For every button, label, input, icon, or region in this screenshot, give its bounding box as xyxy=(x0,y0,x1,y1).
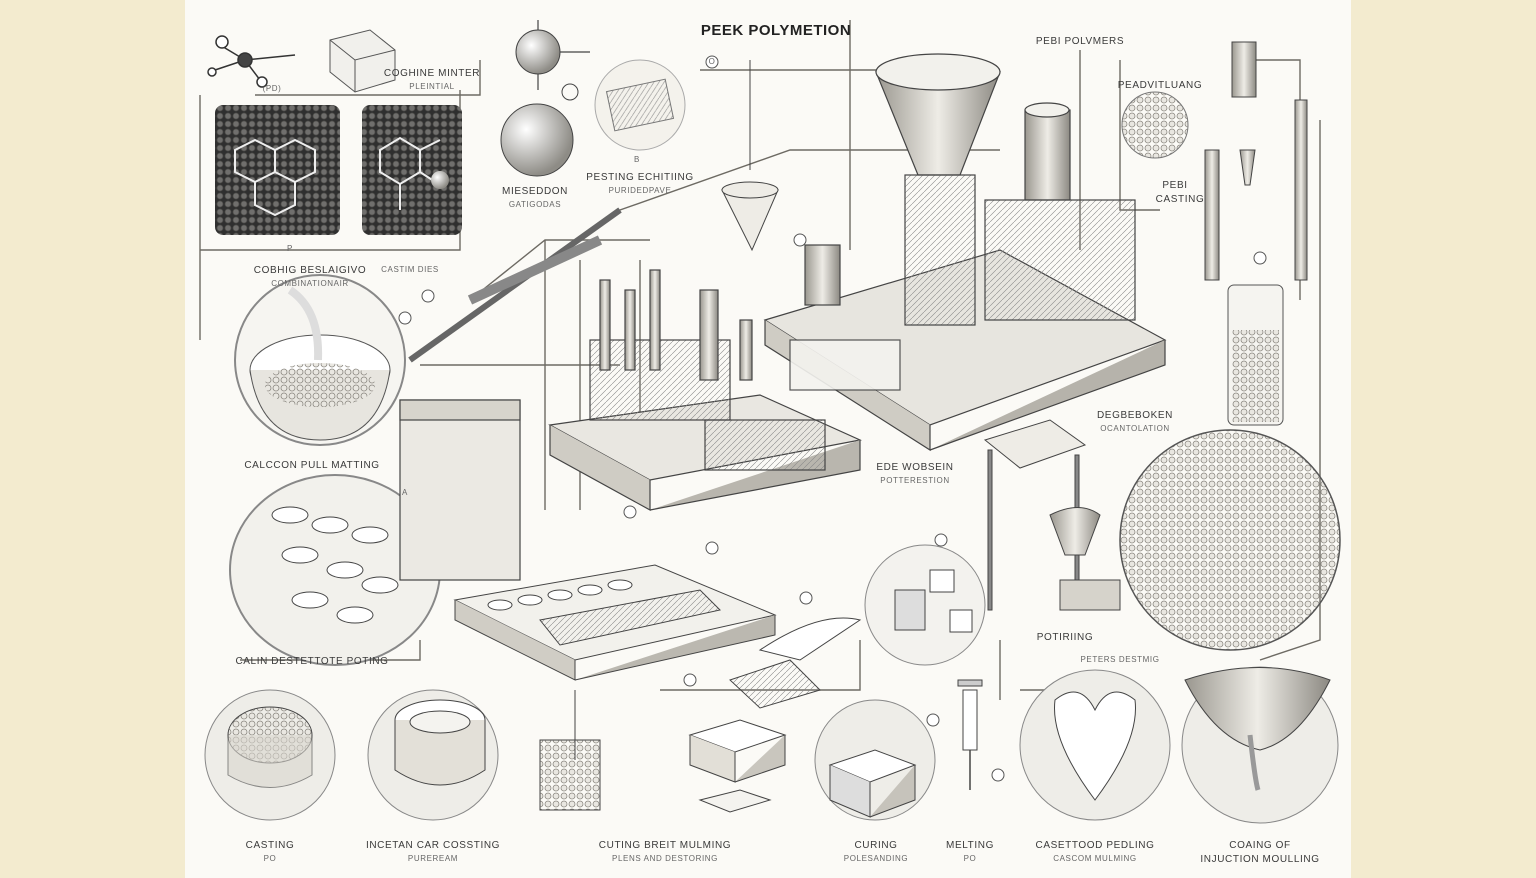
molecule-icon xyxy=(207,35,296,88)
label-sphere: MIESEDDON xyxy=(502,186,568,197)
label-bottom-ring: INCETAN CAR COSSTING xyxy=(365,840,501,851)
marker-p: P xyxy=(287,244,293,253)
step-markers xyxy=(398,55,1267,782)
mould-tray xyxy=(453,564,777,681)
lab-columns xyxy=(1204,41,1308,281)
pellet-dish xyxy=(594,59,686,151)
label-sphere-sub: GATIGODAS xyxy=(508,200,562,209)
label-bottom-heart-sub: CASCOM MULMING xyxy=(1053,854,1137,863)
label-funnel-plant-sub: OCANTOLATION xyxy=(1100,424,1170,433)
marker-b: B xyxy=(634,155,640,164)
bottom-curing-panel xyxy=(814,699,936,821)
label-right-mid2: CASTING xyxy=(1155,194,1205,205)
cubes-panel xyxy=(864,544,986,666)
label-top-right: PEBI POLVMERS xyxy=(1035,36,1125,47)
polymer-plant xyxy=(763,53,1167,452)
bottom-foam-block xyxy=(539,690,601,811)
marker-o: O xyxy=(708,57,716,66)
label-top-mid-sub: PLEINTIAL xyxy=(409,82,455,91)
label-right-mid: PEBI xyxy=(1162,180,1188,191)
label-right-top: PEADVITLUANG xyxy=(1117,80,1203,91)
label-left-grid: CALIN DESTETTOTE POTING xyxy=(235,656,389,667)
pouring-bowl-panel xyxy=(234,274,406,446)
reactor-sphere xyxy=(500,103,574,177)
label-bottom-casting: CASTING xyxy=(245,840,295,851)
label-pellet: PESTING ECHITIING xyxy=(586,172,694,183)
label-bottom-casting-sub: PO xyxy=(263,854,277,863)
label-bottom-ring-sub: PUREREAM xyxy=(407,854,459,863)
bottom-blocks xyxy=(688,719,787,813)
label-cube-tech-sub: POTTERESTION xyxy=(880,476,950,485)
syringe-icon xyxy=(957,679,983,790)
label-funnel-plant: DEGBEBOKEN xyxy=(1096,410,1174,421)
label-bottom-curing-sub: POLESANDING xyxy=(843,854,909,863)
bottom-drip-panel xyxy=(1181,666,1339,824)
pouring-stand xyxy=(983,419,1121,611)
bottom-heart-panel xyxy=(1019,669,1171,821)
left-margin xyxy=(0,0,185,878)
label-left-mid-sub: COMBINATIONAIR xyxy=(271,279,349,288)
label-bottom-last-sub: INJUCTION MOULLING xyxy=(1200,854,1320,865)
molecular-panel-left xyxy=(215,105,340,235)
label-bottom-melting: MELTING xyxy=(946,840,994,851)
label-left-mid2: CASTIM DIES xyxy=(381,265,439,274)
pellets-magnified xyxy=(1119,429,1341,651)
label-bottom-melting-sub: PO xyxy=(963,854,977,863)
diagram-title: PEEK POLYMETION xyxy=(700,22,852,39)
molecular-panel-right xyxy=(362,105,462,235)
label-pellet-sub: PURIDEDPAVE xyxy=(608,186,672,195)
marker-a: A xyxy=(402,488,408,497)
label-bottom-block: CUTING BREIT MULMING xyxy=(598,840,732,851)
crystal-cube xyxy=(329,29,396,93)
label-pour-box: POTIRIING xyxy=(1036,632,1094,643)
label-top-mid: COGHINE MINTER xyxy=(383,68,481,79)
label-bottom-last: COAING OF xyxy=(1229,840,1291,851)
label-bottom-block-sub: PLENS AND DESTORING xyxy=(612,854,718,863)
label-cube-tech: EDE WOBSEIN xyxy=(876,462,954,473)
spatula xyxy=(729,617,862,709)
label-left-mid: COBHIG BESLAIGIVO xyxy=(253,265,367,276)
top-sphere xyxy=(515,20,590,101)
feed-funnel xyxy=(721,60,779,252)
bottom-ring-panel xyxy=(367,689,499,821)
marker-pd: (PD) xyxy=(262,84,282,93)
bottom-casting-panel xyxy=(204,689,336,821)
pellet-sample-circle xyxy=(1121,91,1189,159)
label-bottom-curing: CURING xyxy=(854,840,898,851)
label-left-bowl: CALCCON PULL MATTING xyxy=(244,460,380,471)
stacked-rings-panel xyxy=(229,474,441,666)
processing-line xyxy=(399,207,862,581)
pellet-beaker xyxy=(1227,284,1284,426)
right-margin xyxy=(1351,0,1536,878)
label-heart-top: PETERS DESTMIG xyxy=(1080,655,1160,664)
label-bottom-heart: CASETTOOD PEDLING xyxy=(1035,840,1155,851)
